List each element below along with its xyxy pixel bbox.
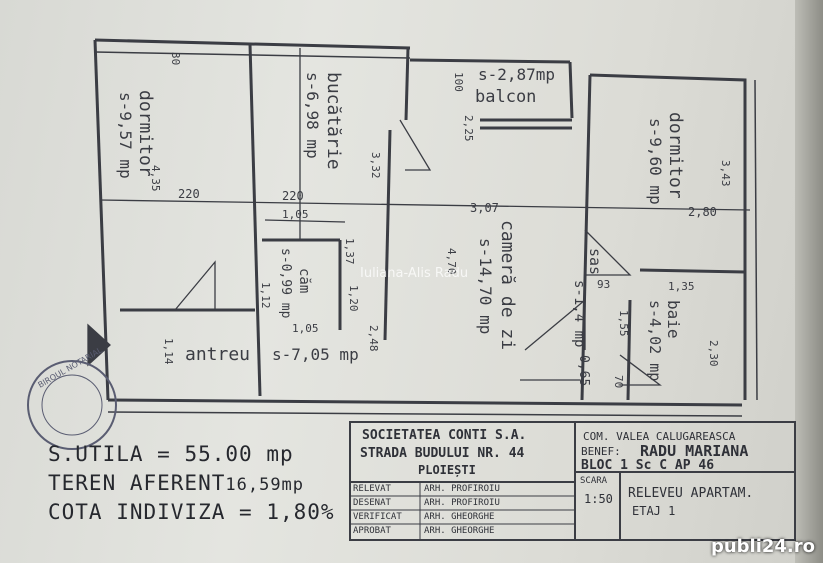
tb-drawing-title: RELEVEU APARTAM. (628, 486, 754, 501)
summary-cota-value: = 1,80% (239, 500, 335, 524)
summary-teren-value: 16,59mp (225, 475, 305, 495)
tb-row-relevat: RELEVAT (353, 484, 391, 494)
tb-scale: 1:50 (584, 492, 613, 506)
dim-155: 1,55 (617, 310, 630, 337)
area-bucatarie: s-6,98 mp (303, 72, 322, 159)
summary-utila-label: S.UTILA (48, 442, 144, 466)
room-label-camera-de-zi: cameră de zi (497, 220, 518, 350)
tb-scale-label: SCARA (580, 476, 608, 486)
dim-30: 30 (169, 52, 182, 65)
tb-commune: COM. VALEA CALUGAREASCA (583, 430, 736, 443)
room-label-sas: sas (586, 248, 604, 275)
tb-city: PLOIEȘTI (418, 463, 476, 477)
site-logo[interactable]: publi24.ro (710, 536, 815, 557)
area-dormitor-right: s-9,60 mp (646, 118, 665, 205)
tb-company: SOCIETATEA CONTI S.A. (362, 428, 527, 443)
dim-105-top: 1,05 (282, 208, 309, 221)
tb-row-value-3: ARH. GHEORGHE (424, 512, 495, 522)
walls (93, 38, 758, 417)
dim-137: 1,37 (343, 238, 356, 265)
summary-utila: S.UTILA = 55.00 mp (48, 442, 294, 466)
tb-beneficiary: RADU MARIANA (640, 442, 749, 460)
tb-row-aprobat: APROBAT (353, 526, 391, 536)
title-block-frame (349, 421, 796, 541)
dim-280: 2,80 (688, 205, 717, 219)
room-label-baie: baie (664, 300, 683, 339)
dim-135: 1,35 (668, 280, 695, 293)
tb-row-value-2: ARH. PROFIROIU (424, 498, 500, 508)
room-label-bucatarie: bucătărie (323, 72, 344, 170)
dim-332: 3,32 (369, 152, 382, 179)
dim-114: 1,14 (162, 338, 175, 365)
tb-beneficiary-label: BENEF: (581, 445, 621, 458)
room-label-dormitor-right: dormitor (665, 112, 686, 199)
dim-70: 70 (612, 375, 625, 388)
area-camara: s-0,99 mp (278, 248, 293, 319)
tb-row-desenat: DESENAT (353, 498, 391, 508)
area-antreu: s-7,05 mp (272, 345, 359, 364)
tb-bloc: BLOC 1 Sc C AP 46 (581, 458, 715, 473)
area-camera-de-zi: s-14,70 mp (476, 238, 495, 334)
room-label-antreu: antreu (185, 344, 250, 365)
summary-utila-value: = 55.00 mp (157, 442, 294, 466)
room-label-camara: căm (296, 268, 312, 293)
summary-teren-label: TEREN AFERENT (48, 471, 226, 495)
dim-343: 3,43 (719, 160, 732, 187)
paper-fold-shadow (795, 0, 823, 563)
dim-230: 2,30 (707, 340, 720, 367)
dim-307: 3,07 (470, 201, 499, 215)
tb-row-value-4: ARH. GHEORGHE (424, 526, 495, 536)
dim-112: 1,12 (259, 282, 272, 309)
dim-100: 100 (452, 72, 465, 92)
tb-row-verificat: VERIFICAT (353, 512, 402, 522)
summary-teren: TEREN AFERENT16,59mp (48, 471, 304, 495)
room-label-balcon: balcon (475, 87, 536, 107)
doors-and-dimension-lines (27, 48, 751, 450)
area-sas: s-1,4 mp (571, 280, 587, 347)
tb-row-value-1: ARH. PROFIROIU (424, 484, 500, 494)
area-balcon: s-2,87mp (478, 65, 555, 84)
dim-225: 2,25 (462, 115, 475, 142)
dim-93: 93 (597, 278, 610, 291)
area-dormitor-left: s-9,57 mp (116, 92, 135, 179)
dim-220-kitchen: 220 (282, 189, 304, 203)
tb-floor: ETAJ 1 (632, 504, 676, 518)
dim-435: 4,35 (149, 165, 162, 192)
dim-105-bottom: 1,05 (292, 322, 319, 335)
area-baie: s-4,02 mp (646, 300, 664, 381)
summary-cota: COTA INDIVIZA = 1,80% (48, 500, 335, 524)
dim-120: 1,20 (347, 285, 360, 312)
dim-065: 0,65 (576, 355, 591, 386)
dim-220-left: 220 (178, 187, 200, 201)
summary-cota-label: COTA INDIVIZA (48, 500, 226, 524)
dim-248: 2,48 (367, 325, 380, 352)
tb-address: STRADA BUDULUI NR. 44 (360, 446, 525, 461)
room-label-dormitor-left: dormitor (135, 90, 156, 177)
dim-470: 4,70 (445, 248, 458, 275)
watermark: Iuliana-Alis Radu (360, 266, 469, 281)
